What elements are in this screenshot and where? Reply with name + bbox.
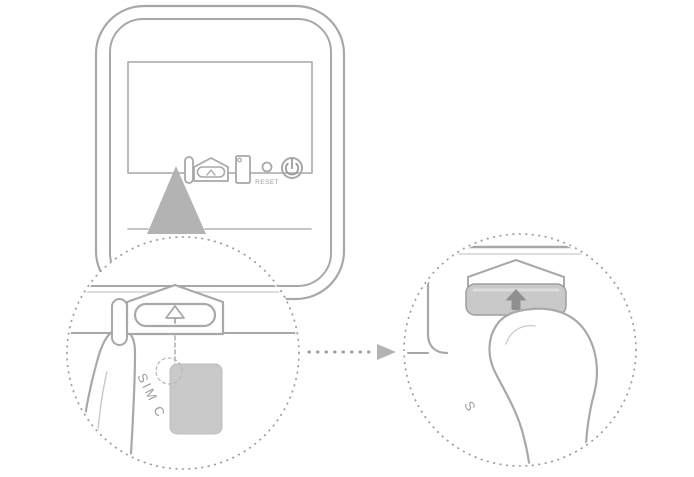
sim-card bbox=[169, 363, 223, 435]
up-arrow-icon bbox=[206, 169, 216, 176]
flow-arrowhead-icon bbox=[377, 344, 396, 360]
callout-right-content: S bbox=[406, 245, 634, 464]
zoom-pointer-triangle bbox=[147, 166, 206, 234]
sim-slot-opening bbox=[196, 166, 226, 178]
power-icon bbox=[281, 157, 303, 179]
alignment-dashed-circle bbox=[155, 357, 183, 385]
thumb-nail-line bbox=[505, 325, 536, 345]
up-arrow-icon bbox=[505, 289, 527, 310]
flow-arrow bbox=[307, 344, 396, 360]
tray-notch bbox=[237, 157, 242, 163]
sim-tray-cover bbox=[235, 155, 251, 184]
up-arrow-icon bbox=[165, 305, 185, 324]
sim-slot-opening bbox=[133, 302, 217, 328]
sim-slot-area: RESET bbox=[184, 155, 303, 186]
slot-left-bracket bbox=[111, 298, 128, 346]
reset-label: RESET bbox=[255, 179, 279, 186]
thumb-outline bbox=[488, 307, 599, 464]
reset-pinhole bbox=[261, 161, 273, 173]
slot-left-bracket bbox=[184, 156, 194, 184]
